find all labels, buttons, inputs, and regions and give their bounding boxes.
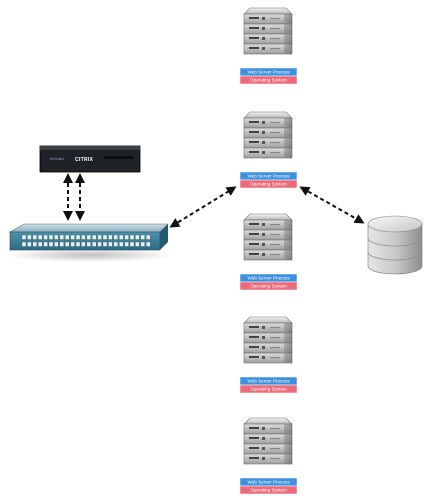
switch-port [65,234,70,240]
switch-port [129,234,135,240]
switch-port [146,241,151,247]
operating-system-layer-label: Operating System [250,182,287,187]
switch-port [102,234,108,240]
switch-port [81,241,86,247]
switch-port [48,234,54,240]
web-server-process-layer-label: Web Server Process [247,70,290,75]
switch-port [124,241,129,247]
switch-port [27,234,32,240]
switch-port [119,234,124,240]
switch-port [70,234,75,240]
load-balancer-brand: CITRIX [75,157,94,163]
switch-port [102,241,108,247]
switch-port [27,241,32,247]
switch-port [97,241,102,247]
switch-port [43,241,48,247]
database-body [367,223,423,275]
switch-side [160,224,168,250]
switch-port [86,241,91,247]
server-rack-icon [243,417,293,465]
switch-port [38,241,43,247]
switch-port [59,234,64,240]
switch-port [135,241,140,247]
switch-ports [21,234,151,247]
load-balancer-model: NetScaler [50,157,65,161]
switch-port [97,234,102,240]
switch-port [129,241,135,247]
switch-port [75,234,81,240]
switch-port [140,241,145,247]
web-server-process-layer-label: Web Server Process [247,480,290,485]
switch-port [92,241,97,247]
switch-port [43,234,48,240]
web-server-process-layer-label: Web Server Process [247,276,290,281]
database-top [367,215,423,233]
switch-port [135,234,140,240]
operating-system-layer-label: Operating System [250,78,287,83]
database-ring-1 [367,237,423,247]
switch-port [54,241,59,247]
network-switch [5,223,175,262]
operating-system-layer [239,384,298,394]
switch-port [119,241,124,247]
server-rack-icon [243,213,293,261]
operating-system-layer [239,75,298,85]
switch-port [70,241,75,247]
web-server-process-layer-label: Web Server Process [247,379,290,384]
switch-port [54,234,59,240]
load-balancer: NetScaler CITRIX [39,145,141,173]
switch-port [113,234,118,240]
load-balancer-ports [104,156,134,159]
switch-port [48,241,54,247]
server-rack-icon [243,316,293,364]
connections [63,173,365,228]
switch-port [59,241,64,247]
switch-port [146,234,151,240]
switch-port [140,234,145,240]
switch-shadow [5,248,175,262]
operating-system-layer [239,179,298,189]
switch-port [124,234,129,240]
server-rack-icon [243,7,293,55]
load-balancer-top-edge [40,146,140,150]
switch-port [32,241,37,247]
switch-top [8,223,169,233]
operating-system-layer-label: Operating System [250,488,287,493]
operating-system-layer-label: Operating System [250,387,287,392]
database-ring-2 [367,251,423,261]
switch-port [21,241,27,247]
switch-front [9,231,161,251]
switch-port [108,234,113,240]
web-server-process-layer-label: Web Server Process [247,174,290,179]
link-switch-web-server [169,186,237,228]
operating-system-layer [239,485,298,495]
link-web-server-database [299,186,365,224]
switch-port [108,241,113,247]
switch-port [21,234,27,240]
switch-port [65,241,70,247]
switch-port [38,234,43,240]
operating-system-layer-label: Operating System [250,284,287,289]
switch-port [113,241,118,247]
server-rack-icon [243,111,293,159]
switch-port [92,234,97,240]
switch-port [32,234,37,240]
database [367,215,423,275]
operating-system-layer [239,281,298,291]
switch-port [86,234,91,240]
switch-port [81,234,86,240]
switch-port [75,241,81,247]
